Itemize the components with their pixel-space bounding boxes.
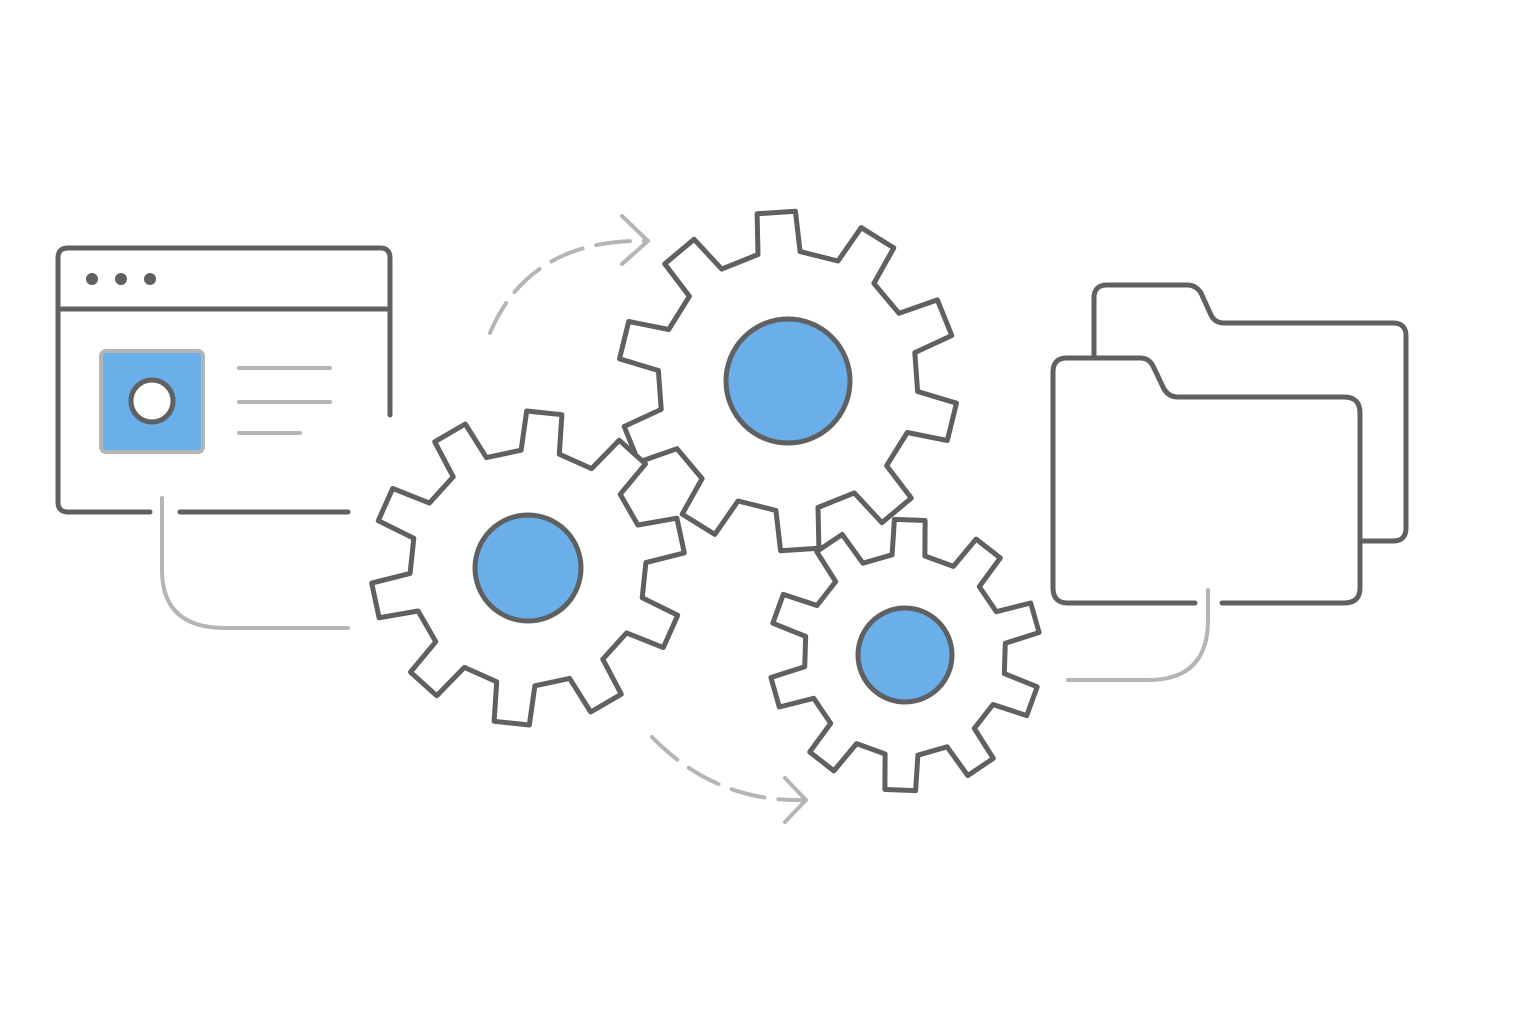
- connector-window-to-gear: [160, 496, 350, 630]
- gear-hub: [472, 512, 584, 624]
- browser-window-icon: [55, 245, 393, 515]
- gear-hub: [855, 605, 955, 705]
- app-tile-circle-icon: [128, 377, 176, 425]
- gear-icon: [617, 208, 959, 554]
- gear-hub: [723, 316, 853, 446]
- arrowhead-icon: [783, 776, 808, 824]
- window-dot-icon: [86, 273, 98, 285]
- arrowhead-icon: [620, 214, 650, 266]
- dashed-arrow-bottom: [650, 735, 808, 824]
- dashed-arrow-top: [488, 214, 650, 335]
- folder-back-icon: [1091, 282, 1409, 544]
- window-frame: [55, 245, 393, 515]
- gear-icon: [369, 408, 687, 728]
- folder-front-icon: [1050, 355, 1363, 606]
- window-dot-icon: [115, 273, 127, 285]
- connector-gear-to-folders: [1066, 588, 1210, 682]
- window-dot-icon: [144, 273, 156, 285]
- gear-icon: [768, 516, 1042, 794]
- folder-stack-icon: [1050, 282, 1409, 606]
